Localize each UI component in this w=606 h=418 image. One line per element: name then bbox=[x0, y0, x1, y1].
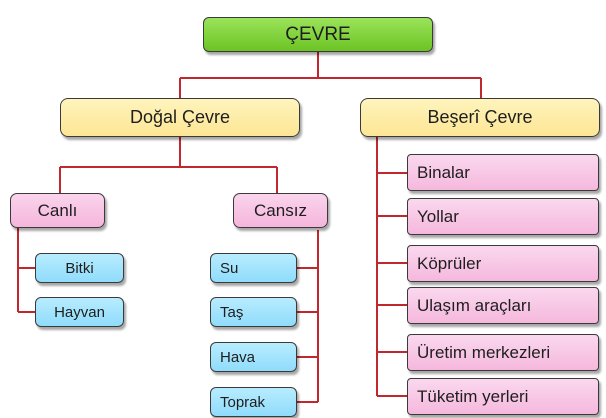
human-item-label: Üretim merkezleri bbox=[417, 342, 551, 362]
human-item-label: Yollar bbox=[417, 206, 459, 226]
nonliving-item-label: Toprak bbox=[220, 393, 266, 411]
human-item-label: Ulaşım araçları bbox=[417, 295, 532, 315]
living-item-label: Bitki bbox=[65, 259, 94, 277]
living-item: Bitki bbox=[35, 253, 124, 283]
nonliving-item: Taş bbox=[210, 297, 297, 327]
living-label: Canlı bbox=[37, 200, 78, 220]
nonliving-item: Toprak bbox=[210, 387, 297, 417]
human-item-label: Köprüler bbox=[417, 253, 482, 273]
human-environment-label: Beşerî Çevre bbox=[427, 107, 533, 127]
connector-human-items bbox=[376, 137, 407, 397]
human-item-label: Tüketim yerleri bbox=[417, 386, 529, 406]
nonliving-item-label: Su bbox=[220, 259, 239, 277]
human-item-label: Binalar bbox=[417, 162, 470, 182]
connector-nonliving-items bbox=[297, 230, 319, 403]
human-item: Binalar bbox=[407, 154, 599, 191]
root-node: ÇEVRE bbox=[203, 17, 433, 52]
human-item: Ulaşım araçları bbox=[407, 287, 599, 324]
natural-environment-node: Doğal Çevre bbox=[60, 98, 300, 137]
nonliving-item-label: Taş bbox=[220, 303, 244, 321]
root-label: ÇEVRE bbox=[285, 23, 351, 45]
nonliving-item: Hava bbox=[210, 342, 297, 372]
human-environment-node: Beşerî Çevre bbox=[360, 98, 600, 137]
human-item: Üretim merkezleri bbox=[407, 334, 599, 371]
natural-environment-label: Doğal Çevre bbox=[129, 107, 231, 127]
living-item: Hayvan bbox=[35, 297, 124, 327]
nonliving-label: Cansız bbox=[254, 200, 307, 220]
nonliving-node: Cansız bbox=[233, 193, 328, 228]
living-node: Canlı bbox=[10, 193, 105, 228]
human-item: Köprüler bbox=[407, 245, 599, 282]
living-item-label: Hayvan bbox=[54, 303, 105, 321]
connector-natural-to-subcategories bbox=[59, 137, 278, 193]
human-item: Tüketim yerleri bbox=[407, 378, 599, 415]
connector-root-to-categories bbox=[179, 52, 482, 98]
human-item: Yollar bbox=[407, 198, 599, 235]
nonliving-item-label: Hava bbox=[220, 348, 256, 366]
nonliving-item: Su bbox=[210, 253, 297, 283]
